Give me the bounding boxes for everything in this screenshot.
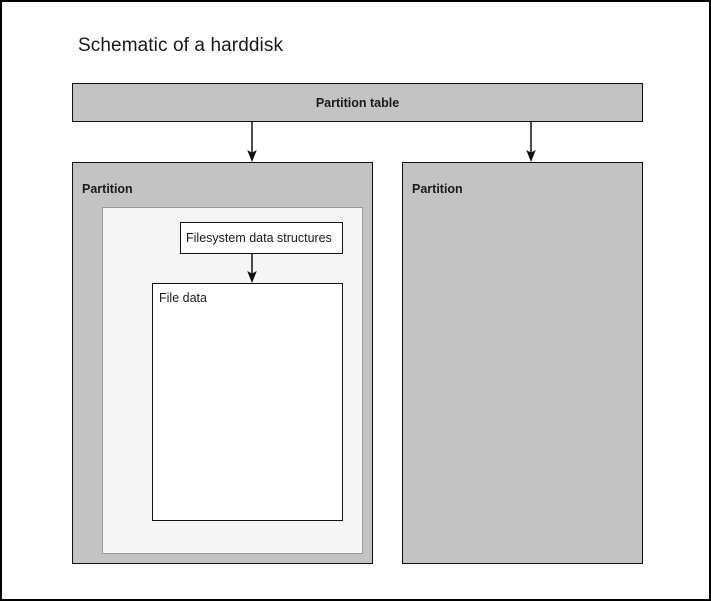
partition-label-2: Partition [412,182,463,196]
arrow-partition-table-to-partition-1 [247,121,257,162]
partition-table-block[interactable]: Partition table [72,83,643,122]
partition-table-label: Partition table [315,95,400,110]
file-data-label: File data [159,291,207,305]
page-title: Schematic of a harddisk [78,35,284,56]
arrow-partition-table-to-partition-2 [526,121,536,162]
file-data-block[interactable]: File data [152,283,343,521]
partition-label-1: Partition [82,182,133,196]
filesystem-data-structures-block[interactable]: Filesystem data structures [180,222,343,254]
filesystem-data-structures-label: Filesystem data structures [186,231,332,245]
arrow-filesystem-to-file-data [247,253,257,283]
partition-block-2[interactable]: Partition [402,162,643,564]
